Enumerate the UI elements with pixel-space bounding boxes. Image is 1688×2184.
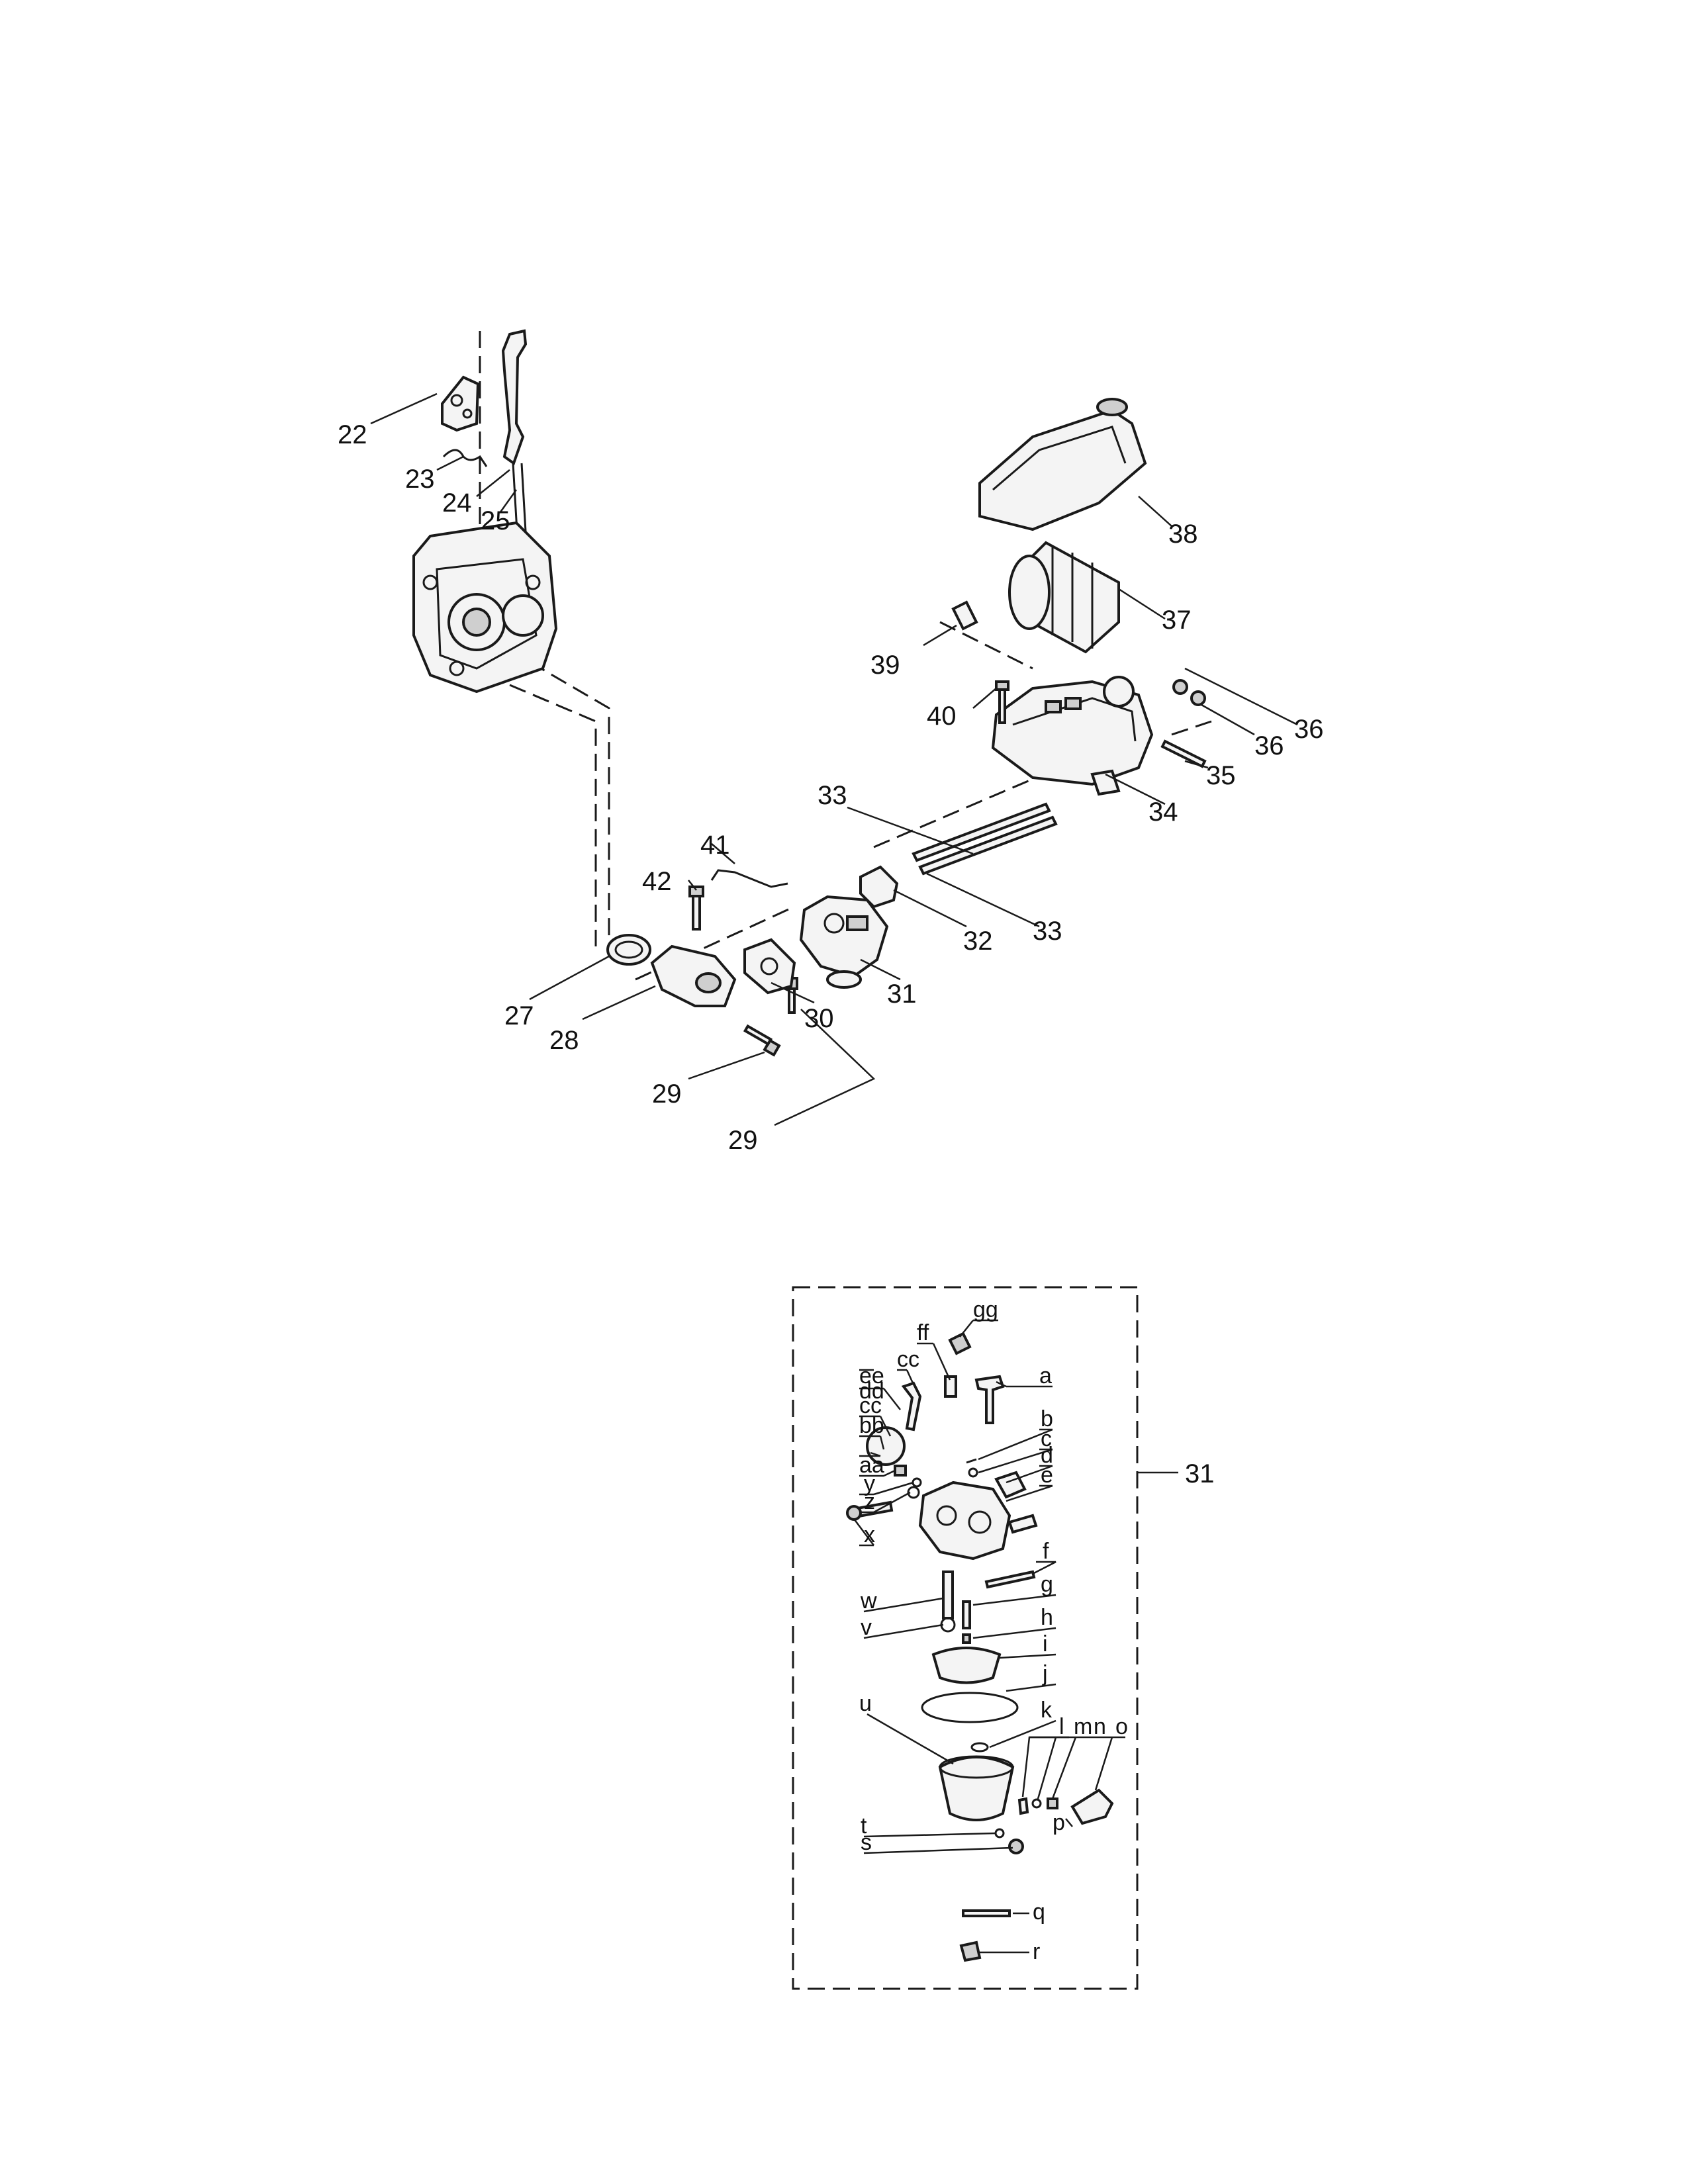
carburetor-inset-frame [792,1286,1139,1990]
label-p: p [1053,1810,1065,1835]
governor-lever [501,329,528,543]
air-cleaner-base [991,676,1154,796]
callout-39: 39 [870,651,900,680]
label-ff: ff [917,1320,929,1345]
label-u: u [859,1691,872,1716]
label-y: y [864,1471,875,1496]
callout-27: 27 [504,1001,534,1030]
air-cleaner-studs [912,802,1058,876]
label-o: o [1115,1714,1128,1739]
label-a: a [1039,1363,1052,1388]
callout-34: 34 [1149,797,1178,827]
label-n: n [1094,1714,1106,1739]
label-m: m [1074,1714,1092,1739]
label-f: f [1043,1539,1049,1564]
callout-42: 42 [642,867,672,896]
label-q: q [1033,1899,1045,1925]
label-z: z [864,1489,875,1514]
label-bb: bb [859,1413,884,1438]
label-l: l [1059,1714,1064,1739]
label-c: c [1041,1426,1052,1451]
callout-33-b: 33 [1033,917,1062,946]
label-j: j [1042,1661,1048,1686]
callout-38: 38 [1168,520,1198,549]
air-cleaner-screw [1160,739,1207,768]
callout-29-b: 29 [728,1126,758,1155]
callout-36-b: 36 [1254,731,1284,760]
label-aa: aa [859,1453,884,1478]
label-d: d [1041,1443,1053,1468]
label-g: g [1041,1572,1053,1597]
callout-28: 28 [549,1026,579,1055]
callout-32: 32 [963,927,993,956]
label-v: v [861,1615,872,1640]
upper-callouts: 22 23 24 25 27 28 29 29 30 31 32 33 33 3… [338,420,1324,1155]
label-e: e [1041,1463,1053,1488]
callout-23: 23 [405,465,435,494]
label-k: k [1041,1698,1053,1723]
callout-37: 37 [1162,606,1192,635]
label-dd: dd [859,1379,884,1404]
label-w: w [860,1588,877,1614]
callout-33: 33 [818,781,847,810]
air-cleaner-gasket [859,865,899,909]
label-t: t [861,1813,867,1839]
air-cleaner-nut [1172,679,1188,695]
engine-housing [412,521,558,694]
carburetor-exploded-parts [846,1332,1114,1962]
callout-22: 22 [338,420,367,449]
manifold-bolt-lower [743,1024,781,1057]
governor-bracket [441,375,480,432]
carburetor-gasket [743,938,796,995]
intake-manifold [650,944,737,1007]
label-r: r [1033,1939,1040,1964]
callout-35: 35 [1206,761,1236,790]
label-b: b [1041,1406,1053,1432]
label-cc-upper: cc [897,1347,919,1372]
label-s: s [861,1830,872,1855]
callout-31: 31 [887,979,917,1009]
callout-25: 25 [481,506,510,535]
air-filter-element [1008,541,1120,654]
callout-36: 36 [1294,715,1324,744]
label-cc: cc [859,1393,882,1418]
air-cleaner-nut-2 [1190,690,1206,706]
callout-24: 24 [442,488,472,518]
base-screw [995,680,1009,724]
label-gg: gg [973,1297,998,1322]
carburetor [799,895,889,989]
callout-30: 30 [804,1004,834,1033]
air-cleaner-cover [978,398,1147,531]
governor-spring [442,449,488,467]
label-x: x [864,1522,875,1547]
inset-letter-labels: gg ff a ee cc dd cc bb aa y z x b c d e … [859,1297,1128,1964]
label-ee: ee [859,1363,884,1388]
callout-40: 40 [927,702,957,731]
inset-ref-31: 31 [1185,1459,1215,1488]
callout-41: 41 [700,831,730,860]
spacer-sleeve [951,600,978,631]
choke-rod [710,869,788,888]
manifold-bolt [688,886,704,931]
inset-leaders [853,1319,1125,1954]
label-h: h [1041,1605,1053,1630]
upper-leaders [370,392,1298,1126]
callout-29: 29 [652,1079,682,1109]
label-i: i [1043,1631,1048,1657]
intake-gasket [606,934,651,966]
